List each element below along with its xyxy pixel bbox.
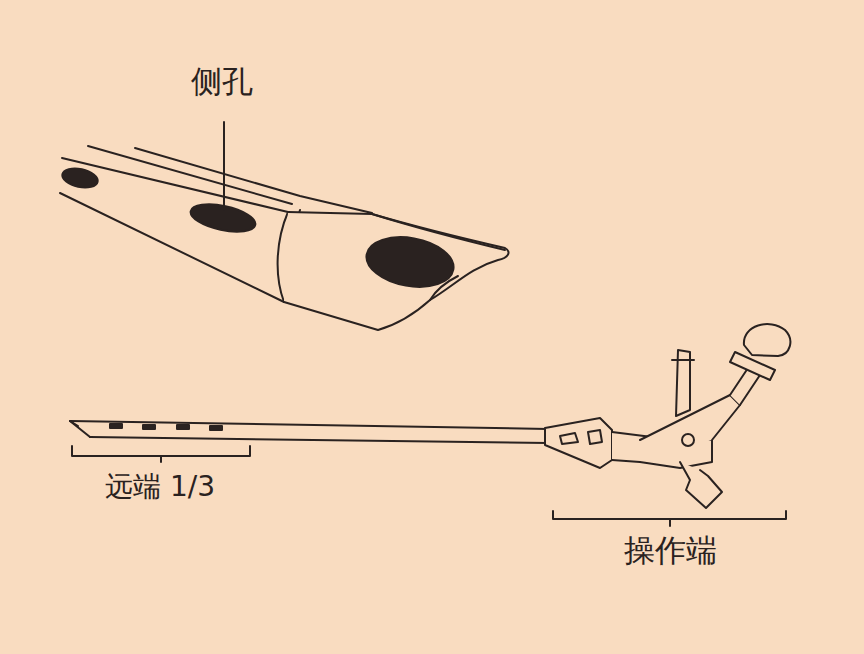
instrument: [70, 324, 790, 508]
side-hole: [363, 231, 458, 294]
part-label: 操作端: [624, 533, 717, 567]
tube-detail: [60, 146, 509, 330]
part-label: 远端 1/3: [105, 472, 215, 503]
side-hole: [61, 165, 100, 190]
leader-line: [223, 122, 225, 210]
bracket: [72, 446, 250, 462]
bracket: [553, 511, 786, 526]
part-label: 侧孔: [191, 64, 253, 98]
